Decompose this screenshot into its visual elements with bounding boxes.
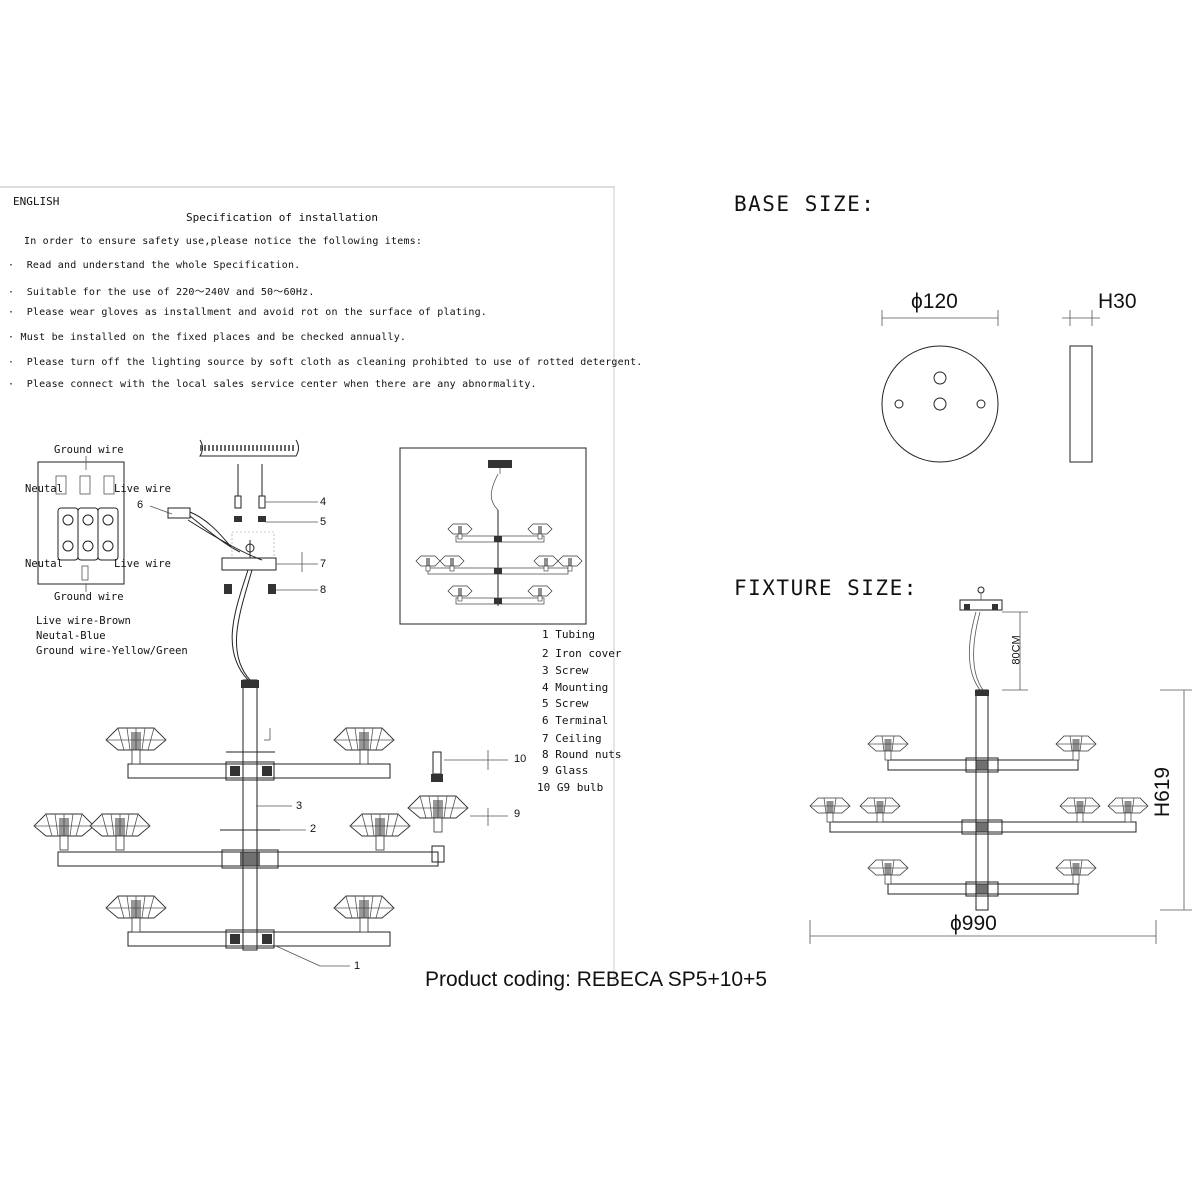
spec-item: · Please turn off the lighting source by… (8, 357, 643, 368)
parts-list-item: 7 Ceiling (542, 732, 602, 745)
callout-7: 7 (320, 558, 327, 570)
spec-item: · Read and understand the whole Specific… (8, 260, 301, 271)
parts-list-item: 6 Terminal (542, 714, 609, 727)
parts-list-item: 10 G9 bulb (537, 781, 604, 794)
wire-legend-neutal: Neutal-Blue (36, 630, 106, 642)
callout-6: 6 (137, 499, 144, 511)
spec-language: ENGLISH (13, 195, 60, 208)
neutal-label-bottom: Neutal (25, 558, 63, 570)
spec-intro: In order to ensure safety use,please not… (24, 236, 423, 247)
live-wire-label-top: Live wire (114, 483, 171, 495)
callout-8: 8 (320, 584, 327, 596)
wire-legend-live: Live wire-Brown (36, 615, 131, 627)
ground-wire-label-bottom: Ground wire (54, 591, 124, 603)
neutal-label-top: Neutal (25, 483, 63, 495)
parts-list-item: 8 Round nuts (542, 748, 622, 761)
fixture-cable-label: 80CM (1010, 635, 1023, 665)
fixture-size-title: FIXTURE SIZE: (734, 576, 918, 600)
spec-item: · Please wear gloves as installment and … (8, 307, 488, 318)
spec-item: · Please connect with the local sales se… (8, 379, 537, 390)
spec-frame (0, 186, 615, 985)
base-size-drawing (881, 310, 1100, 463)
spec-title: Specification of installation (186, 211, 379, 224)
base-diameter-label: ϕ120 (911, 290, 958, 313)
callout-3: 3 (296, 800, 303, 812)
wiring-diagram (37, 456, 263, 592)
fixture-diameter-label: ϕ990 (950, 912, 997, 935)
spec-item: · Must be installed on the fixed places … (8, 332, 407, 343)
parts-list-item: 4 Mounting (542, 681, 609, 694)
parts-list-item: 9 Glass (542, 764, 589, 777)
exploded-chandelier (33, 439, 508, 967)
callout-2: 2 (310, 823, 317, 835)
callout-1: 1 (354, 960, 361, 972)
product-coding: Product coding: REBECA SP5+10+5 (425, 968, 768, 991)
base-size-title: BASE SIZE: (734, 192, 876, 216)
callout-5: 5 (320, 516, 327, 528)
fixture-height-label: H619 (1151, 766, 1175, 818)
parts-list-item: 3 Screw (542, 664, 589, 677)
callout-9: 9 (514, 808, 521, 820)
parts-list-item: 5 Screw (542, 697, 589, 710)
inset-overview (399, 447, 587, 625)
ground-wire-label-top: Ground wire (54, 444, 124, 456)
parts-list-item: 2 Iron cover (542, 647, 622, 660)
callout-4: 4 (320, 496, 327, 508)
fixture-size-drawing (809, 586, 1192, 944)
live-wire-label-bottom: Live wire (114, 558, 171, 570)
parts-list-item: 1 Tubing (542, 628, 595, 641)
wire-legend-ground: Ground wire-Yellow/Green (36, 645, 188, 657)
callout-10: 10 (514, 753, 527, 765)
spec-item: · Suitable for the use of 220～240V and 5… (8, 287, 315, 298)
base-height-label: H30 (1098, 290, 1137, 313)
